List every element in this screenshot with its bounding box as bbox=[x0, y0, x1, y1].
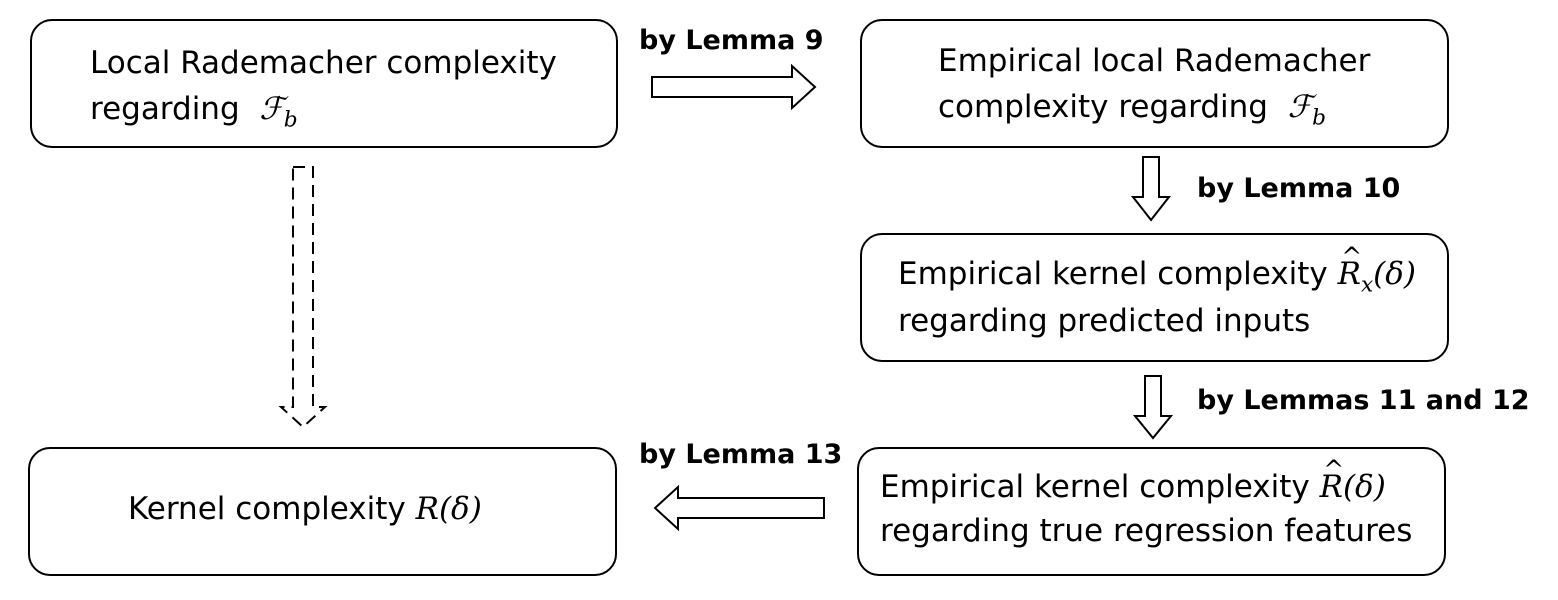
node-empirical-local-rademacher-line1: Empirical local Rademacher bbox=[938, 43, 1371, 79]
r-hat-subscript: x bbox=[1360, 272, 1374, 298]
arrow-down-lemma10 bbox=[1130, 156, 1172, 222]
arrow-left-lemma13 bbox=[653, 484, 825, 532]
edge-label-lemma10: by Lemma 10 bbox=[1197, 173, 1401, 204]
delta-argument: (δ) bbox=[1342, 469, 1386, 505]
edge-label-lemma9: by Lemma 9 bbox=[639, 25, 824, 56]
node-empirical-kernel-true-line1: Empirical kernel complexity R(δ) bbox=[880, 458, 1386, 505]
arrow-down-dashed bbox=[278, 166, 328, 429]
r-hat-symbol: R bbox=[1338, 245, 1363, 290]
node-empirical-kernel-predicted-line1: Empirical kernel complexity Rx(δ) bbox=[898, 245, 1417, 298]
node-empirical-kernel-true-line2: regarding true regression features bbox=[880, 513, 1413, 549]
node-local-rademacher bbox=[30, 19, 618, 148]
arrow-down-lemmas11-12 bbox=[1132, 375, 1174, 440]
r-symbol: R bbox=[415, 491, 439, 527]
edge-label-lemma13: by Lemma 13 bbox=[639, 439, 843, 470]
delta-argument: (δ) bbox=[1373, 256, 1417, 292]
edge-label-lemmas11-12: by Lemmas 11 and 12 bbox=[1197, 385, 1530, 416]
node-empirical-local-rademacher bbox=[860, 19, 1449, 148]
arrow-right-lemma9 bbox=[651, 63, 817, 111]
function-class-subscript: b bbox=[283, 107, 298, 133]
delta-argument: (δ) bbox=[438, 491, 482, 527]
node-empirical-kernel-predicted-line1-text: Empirical kernel complexity bbox=[898, 256, 1328, 292]
node-empirical-local-rademacher-line2-text: complexity regarding bbox=[938, 89, 1268, 125]
node-kernel-complexity-label: Kernel complexity R(δ) bbox=[128, 494, 482, 525]
node-local-rademacher-line1: Local Rademacher complexity bbox=[90, 45, 557, 81]
node-empirical-local-rademacher-line2: complexity regarding ℱb bbox=[938, 92, 1326, 129]
node-empirical-kernel-true-line1-text: Empirical kernel complexity bbox=[880, 469, 1310, 505]
function-class-symbol: ℱ bbox=[1287, 89, 1313, 125]
node-empirical-kernel-predicted-line2: regarding predicted inputs bbox=[898, 303, 1311, 339]
function-class-symbol: ℱ bbox=[259, 91, 284, 127]
node-kernel-complexity bbox=[28, 447, 617, 576]
node-local-rademacher-line2: regarding ℱb bbox=[90, 94, 298, 131]
node-local-rademacher-line2-text: regarding bbox=[90, 91, 240, 127]
function-class-subscript: b bbox=[1312, 105, 1326, 131]
node-kernel-complexity-text: Kernel complexity bbox=[128, 491, 406, 527]
node-empirical-kernel-true bbox=[857, 447, 1446, 576]
r-hat-symbol: R bbox=[1320, 458, 1345, 503]
